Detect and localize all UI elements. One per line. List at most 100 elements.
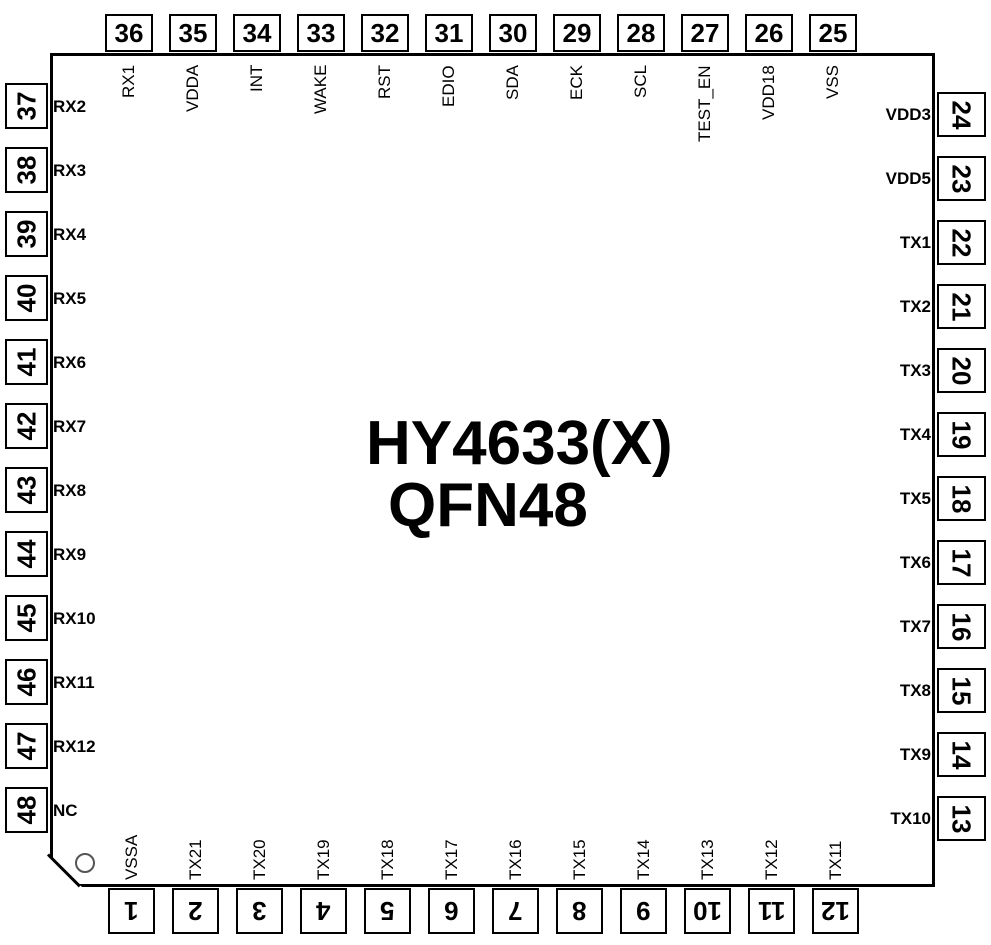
- pin-label: RX12: [53, 737, 96, 756]
- pin-box: 15: [937, 668, 986, 713]
- pin-label: SDA: [503, 65, 522, 100]
- pin-label: TX11: [825, 840, 845, 880]
- pin-label: RX3: [53, 161, 87, 180]
- pin-label: TX16: [505, 839, 525, 880]
- pin-label: VDD18: [759, 65, 778, 120]
- pin-box: 48: [5, 787, 48, 833]
- pin-box: 7: [492, 888, 539, 934]
- pin-box: 41: [5, 339, 48, 385]
- pin-number: 2: [188, 896, 203, 926]
- pin-box: 14: [937, 732, 986, 777]
- pin-box: 34: [233, 14, 281, 52]
- pin-label: TX5: [899, 488, 931, 508]
- pin-number: 22: [946, 228, 977, 257]
- pin-label: TX12: [761, 839, 781, 880]
- pin-number: 4: [316, 896, 331, 926]
- pin-box: 44: [5, 531, 48, 577]
- pin-number: 19: [946, 420, 977, 449]
- pin-box: 38: [5, 147, 48, 193]
- pin-box: 32: [361, 14, 409, 52]
- pin-box: 16: [937, 604, 986, 649]
- pin-label: RX1: [119, 65, 138, 99]
- pin-label: TX3: [899, 360, 931, 380]
- pin-number: 16: [946, 612, 977, 641]
- pin-box: 31: [425, 14, 473, 52]
- pin-label: RX7: [53, 417, 87, 436]
- pin-box: 25: [809, 14, 857, 52]
- pin-number: 45: [11, 603, 42, 633]
- pin-number: 20: [946, 356, 977, 385]
- pin-box: 43: [5, 467, 48, 513]
- pin-box: 11: [748, 888, 795, 934]
- pin-number: 35: [178, 18, 208, 48]
- pin-number: 17: [946, 548, 977, 577]
- pin-number: 26: [754, 18, 784, 48]
- pin-label: RX9: [53, 545, 87, 564]
- pin-label: RX2: [53, 97, 87, 116]
- pin-number: 25: [818, 18, 848, 48]
- chip-package: QFN48: [388, 471, 588, 540]
- pin-number: 28: [626, 18, 656, 48]
- pin-number: 32: [370, 18, 400, 48]
- pin-number: 30: [498, 18, 528, 48]
- pin-label: INT: [247, 65, 266, 93]
- pin-box: 13: [937, 796, 986, 841]
- pin-box: 17: [937, 540, 986, 585]
- pin-label: RX10: [53, 609, 96, 628]
- pin-box: 42: [5, 403, 48, 449]
- pin-label: VSSA: [121, 834, 141, 880]
- pin-label: TX18: [377, 839, 397, 880]
- pin-number: 43: [11, 475, 42, 505]
- pin-label: TEST_EN: [695, 65, 714, 142]
- pin-label: TX19: [313, 839, 333, 880]
- pin-box: 28: [617, 14, 665, 52]
- pin-box: 8: [556, 888, 603, 934]
- pin-label: ECK: [567, 65, 586, 100]
- pin-number: 42: [11, 411, 42, 441]
- pin-number: 40: [11, 283, 42, 313]
- pin-number: 3: [252, 896, 267, 926]
- pin-box: 47: [5, 723, 48, 769]
- pin-number: 23: [946, 164, 977, 193]
- pin-label: RX6: [53, 353, 87, 372]
- pin-label: TX21: [185, 839, 205, 880]
- pin-number: 37: [11, 91, 42, 121]
- pin-label: RX8: [53, 481, 87, 500]
- pin-number: 36: [114, 18, 144, 48]
- pin-box: 29: [553, 14, 601, 52]
- pin-number: 14: [946, 740, 977, 769]
- pin-label: RX11: [53, 673, 95, 692]
- pin-box: 27: [681, 14, 729, 52]
- pin-number: 31: [434, 18, 464, 48]
- pin-label: VDD3: [885, 104, 931, 124]
- pin-box: 36: [105, 14, 153, 52]
- pin-number: 47: [11, 731, 42, 761]
- pin-number: 9: [636, 896, 651, 926]
- pin-label: TX15: [569, 839, 589, 880]
- pin-box: 5: [364, 888, 411, 934]
- pin-label: TX13: [697, 839, 717, 880]
- pin-number: 41: [11, 347, 42, 377]
- pin-label: TX9: [899, 744, 931, 764]
- pin-box: 24: [937, 92, 986, 137]
- pin-number: 6: [444, 896, 459, 926]
- pin-label: TX1: [899, 232, 931, 252]
- pin-label: TX10: [890, 808, 931, 828]
- pin-label: NC: [53, 801, 78, 820]
- pin-box: 37: [5, 83, 48, 129]
- pin-number: 12: [821, 896, 850, 926]
- pin-box: 21: [937, 284, 986, 329]
- pin-label: WAKE: [311, 65, 330, 115]
- pin-box: 40: [5, 275, 48, 321]
- pin-label: TX7: [899, 616, 931, 636]
- pin-box: 2: [172, 888, 219, 934]
- pin-number: 33: [306, 18, 336, 48]
- pin-label: VSS: [823, 65, 842, 100]
- pin-number: 10: [693, 896, 722, 926]
- pin-label: VDDA: [183, 65, 202, 113]
- pin-label: VDD5: [885, 168, 931, 188]
- pin-label: EDIO: [439, 65, 458, 107]
- pin-label: RX5: [53, 289, 87, 308]
- pin-number: 11: [757, 896, 786, 926]
